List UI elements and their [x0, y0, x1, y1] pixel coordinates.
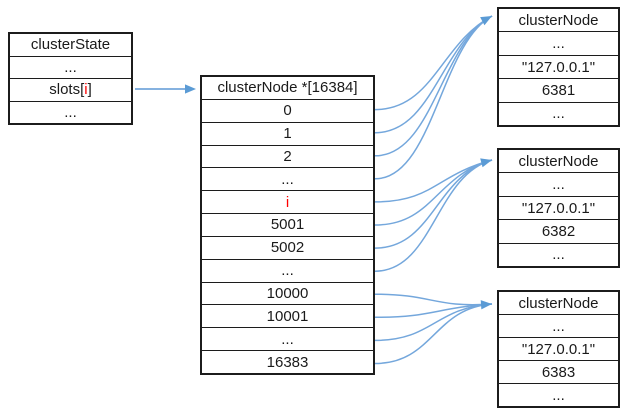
- arrowhead-array: [185, 84, 196, 94]
- cluster-node-array-box: clusterNode *[16384] 0 1 2 ... i 5001 50…: [200, 75, 375, 375]
- array-row-ellipsis: ...: [202, 327, 373, 350]
- slot-to-node-arrow: [374, 159, 493, 272]
- array-row-slot-i: i: [202, 190, 373, 213]
- node-box-title: clusterNode: [518, 294, 599, 312]
- array-row-slot-16383: 16383: [202, 350, 373, 373]
- array-box-title: clusterNode *[16384]: [217, 79, 358, 97]
- state-box-ellipsis-top: ...: [10, 55, 131, 79]
- array-row-slot-0: 0: [202, 98, 373, 122]
- arrowhead-node-3: [480, 300, 492, 310]
- slot-to-node-arrow: [374, 159, 493, 226]
- slots-index: i: [84, 81, 88, 99]
- state-box-slots-row: slots[i]: [10, 78, 131, 101]
- node-box-title: clusterNode: [518, 152, 599, 170]
- arrowhead-node-1: [480, 16, 492, 26]
- cluster-state-box: clusterState ... slots[i] ...: [8, 32, 133, 125]
- node-box-port: 6382: [499, 219, 618, 242]
- node-box-ellipsis-bottom: ...: [499, 101, 618, 125]
- node-box-ellipsis-top: ...: [499, 172, 618, 195]
- array-row-slot-1: 1: [202, 121, 373, 145]
- node-box-title: clusterNode: [518, 11, 599, 29]
- slot-to-node-arrow: [374, 293, 493, 306]
- node-box-ellipsis-bottom: ...: [499, 242, 618, 266]
- slots-suffix: ]: [87, 81, 92, 99]
- slot-to-node-arrow: [374, 159, 493, 203]
- slot-to-node-arrow: [374, 303, 493, 319]
- node-box-ip: "127.0.0.1": [499, 337, 618, 360]
- arrowhead-node-2: [480, 158, 492, 168]
- slot-to-node-arrow: [374, 303, 493, 342]
- slot-to-node-arrow: [374, 15, 493, 111]
- array-row-ellipsis: ...: [202, 258, 373, 282]
- state-box-ellipsis-bottom: ...: [10, 100, 131, 124]
- node-box-ellipsis-top: ...: [499, 31, 618, 54]
- node-box-port: 6383: [499, 360, 618, 383]
- array-row-slot-2: 2: [202, 144, 373, 168]
- slot-to-node-arrow: [374, 15, 493, 157]
- array-row-slot-10000: 10000: [202, 281, 373, 305]
- node-box-ellipsis-bottom: ...: [499, 383, 618, 406]
- node-box-ellipsis-top: ...: [499, 314, 618, 337]
- cluster-node-box-6381: clusterNode ... "127.0.0.1" 6381 ...: [497, 7, 620, 127]
- node-box-port: 6381: [499, 78, 618, 101]
- state-box-title: clusterState: [30, 36, 111, 54]
- array-row-slot-5002: 5002: [202, 235, 373, 259]
- cluster-node-box-6383: clusterNode ... "127.0.0.1" 6383 ...: [497, 290, 620, 408]
- slots-prefix: slots[: [49, 81, 85, 99]
- array-row-slot-5001: 5001: [202, 213, 373, 236]
- node-box-ip: "127.0.0.1": [499, 195, 618, 219]
- array-row-ellipsis: ...: [202, 167, 373, 190]
- slot-to-node-arrow: [374, 15, 493, 134]
- array-row-slot-10001: 10001: [202, 304, 373, 327]
- slot-to-node-arrow: [374, 303, 493, 365]
- slot-to-node-arrow: [374, 15, 493, 180]
- cluster-node-box-6382: clusterNode ... "127.0.0.1" 6382 ...: [497, 148, 620, 268]
- slot-to-node-arrow: [374, 159, 493, 249]
- node-box-ip: "127.0.0.1": [499, 54, 618, 78]
